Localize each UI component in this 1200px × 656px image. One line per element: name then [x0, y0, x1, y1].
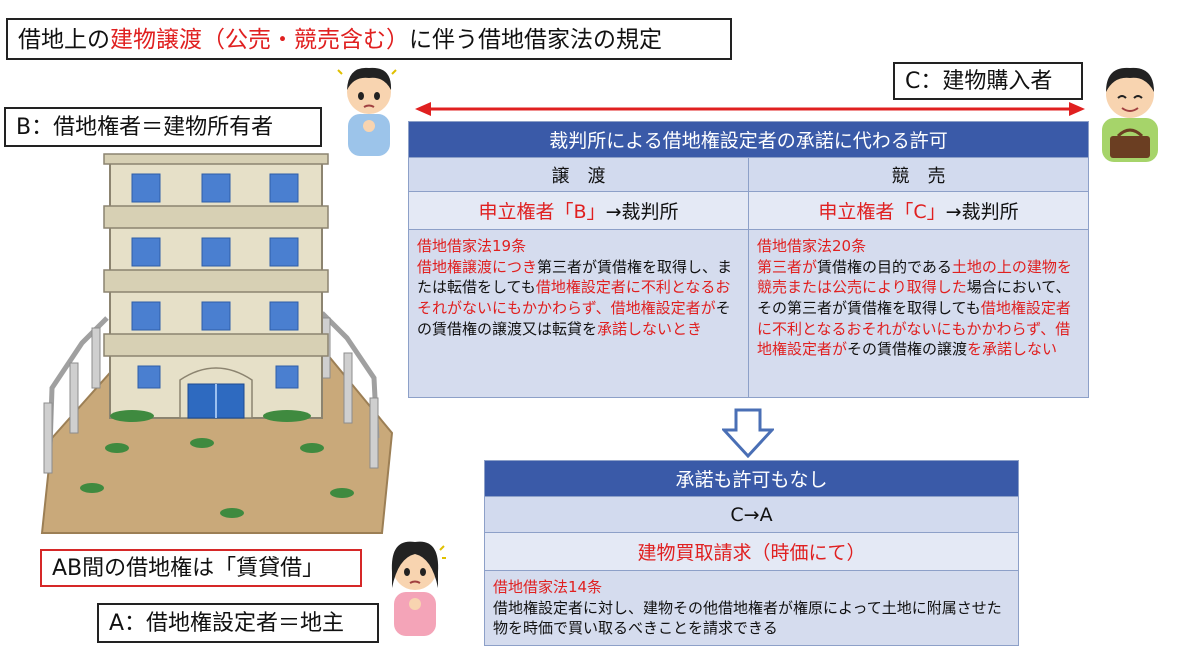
double-arrow-icon: [415, 102, 1085, 116]
label-c-buyer: C：建物購入者: [893, 62, 1083, 100]
result-flow: C→A: [484, 496, 1019, 533]
person-b-illustration: [337, 67, 397, 156]
article-14-title: 借地借家法14条: [493, 578, 603, 596]
person-a-illustration: [391, 541, 446, 636]
person-c-illustration: [1102, 67, 1158, 162]
down-arrow-icon: [722, 408, 774, 458]
article-14-body: 借地権設定者に対し、建物その他借地権者が権原によって土地に附属させた物を時価で買…: [493, 598, 1002, 638]
label-a-landowner: A：借地権設定者＝地主: [97, 603, 379, 643]
court-permission-panel: 裁判所による借地権設定者の承諾に代わる許可 譲 渡 競 売 申立権者「B」→裁判…: [408, 121, 1089, 398]
article-19-text: 借地借家法19条 借地権譲渡につき第三者が賃借権を取得し、または転借をしても借地…: [408, 229, 749, 398]
transfer-applicant: 申立権者「B」→裁判所: [408, 191, 749, 230]
result-header: 承諾も許可もなし: [484, 460, 1019, 497]
apartment-building-illustration: [40, 153, 394, 534]
transfer-heading: 譲 渡: [408, 157, 749, 192]
article-20-body: 第三者が賃借権の目的である土地の上の建物を競売または公売により取得した場合におい…: [757, 257, 1072, 359]
title-part3: に伴う借地借家法の規定: [409, 27, 662, 53]
title-part1: 借地上の: [18, 27, 110, 53]
diagram-title: 借地上の建物譲渡（公売・競売含む）に伴う借地借家法の規定: [6, 18, 732, 60]
label-ab-lease-type: AB間の借地権は「賃貸借」: [40, 549, 362, 587]
no-consent-result-panel: 承諾も許可もなし C→A 建物買取請求（時価にて） 借地借家法14条 借地権設定…: [484, 460, 1019, 647]
label-b-leaseholder: B：借地権者＝建物所有者: [4, 107, 322, 147]
article-19-title: 借地借家法19条: [417, 237, 527, 255]
article-20-title: 借地借家法20条: [757, 237, 867, 255]
article-19-body: 借地権譲渡につき第三者が賃借権を取得し、または転借をしても借地権設定者に不利とな…: [417, 257, 733, 338]
article-20-text: 借地借家法20条 第三者が賃借権の目的である土地の上の建物を競売または公売により…: [748, 229, 1089, 398]
court-panel-header: 裁判所による借地権設定者の承諾に代わる許可: [408, 121, 1089, 158]
article-14-text: 借地借家法14条 借地権設定者に対し、建物その他借地権者が権原によって土地に附属…: [484, 569, 1019, 647]
purchase-claim: 建物買取請求（時価にて）: [484, 532, 1019, 571]
auction-heading: 競 売: [748, 157, 1089, 192]
auction-applicant: 申立権者「C」→裁判所: [748, 191, 1089, 230]
title-part2: 建物譲渡（公売・競売含む）: [110, 27, 409, 53]
